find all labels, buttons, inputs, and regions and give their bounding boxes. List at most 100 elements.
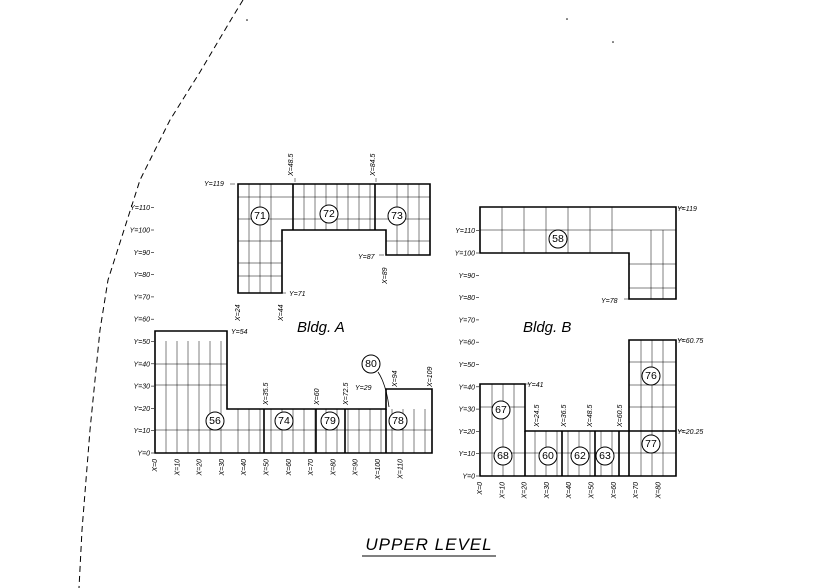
dimension-callout: Y=54 (231, 329, 248, 336)
y-tick-label: Y=0 (137, 451, 150, 458)
dimension-callout: X=48.5 (587, 405, 594, 428)
unit-number: 78 (392, 415, 404, 427)
y-tick-label: Y=60 (458, 340, 475, 347)
y-tick-label: Y=110 (130, 205, 150, 212)
unit-number: 73 (391, 210, 403, 222)
dimension-callout: X=72.5 (343, 383, 350, 406)
unit-number: 58 (552, 233, 564, 245)
dimension-callout: Y=119 (204, 181, 224, 188)
x-tick-label: X=80 (655, 482, 662, 500)
x-tick-label: X=40 (241, 459, 248, 477)
dimension-callout: Y=119 (677, 206, 697, 213)
y-tick-label: Y=90 (133, 250, 150, 257)
y-tick-label: Y=60 (133, 317, 150, 324)
x-tick-label: X=60 (286, 459, 293, 477)
dimension-callout: X=44 (278, 304, 285, 322)
unit-number: 63 (599, 450, 611, 462)
y-tick-label: Y=10 (133, 428, 150, 435)
x-tick-label: X=10 (499, 482, 506, 500)
x-tick-label: X=0 (152, 459, 159, 473)
y-tick-label: Y=70 (458, 317, 475, 324)
dimension-callout: Y=60.75 (677, 338, 703, 345)
unit-number: 68 (497, 450, 509, 462)
building-b-axis-ticks: X=0 X=10 X=20 X=30 X=40 X=50 X=60 X=70 X=80 Y=0 Y=… (455, 228, 663, 499)
y-tick-label: Y=100 (130, 228, 151, 235)
building-b-label: Bldg. B (523, 319, 571, 336)
unit-number: 60 (542, 450, 554, 462)
dimension-callout: X=24 (235, 304, 242, 322)
unit-number: 77 (645, 438, 657, 450)
x-tick-label: X=0 (477, 482, 484, 496)
x-tick-label: X=100 (375, 459, 382, 481)
building-b-dimension-guides (525, 207, 684, 432)
y-tick-label: Y=40 (133, 361, 150, 368)
x-tick-label: X=70 (633, 482, 640, 500)
y-tick-label: Y=80 (458, 295, 475, 302)
dimension-callout: Y=41 (527, 382, 544, 389)
building-a-walls (154, 183, 433, 454)
unit-number: 76 (645, 370, 657, 382)
x-tick-label: X=30 (544, 482, 551, 500)
unit-number: 79 (324, 415, 336, 427)
y-tick-label: Y=50 (458, 362, 475, 369)
y-tick-label: Y=30 (458, 407, 475, 414)
building-b-units: 58 67 76 68 60 62 63 77 (491, 229, 661, 466)
dimension-callout: Y=71 (289, 291, 306, 298)
x-tick-label: X=20 (197, 459, 204, 477)
dimension-callout: Y=20.25 (677, 429, 703, 436)
dimension-callout: X=84.5 (370, 154, 377, 177)
x-tick-label: X=30 (219, 459, 226, 477)
unit-number: 67 (495, 404, 507, 416)
y-tick-label: Y=30 (133, 384, 150, 391)
y-tick-label: Y=20 (458, 429, 475, 436)
x-tick-label: X=20 (522, 482, 529, 500)
dimension-callout: X=60 (314, 388, 321, 406)
y-tick-label: Y=50 (133, 339, 150, 346)
building-a-plan: Bldg. A 71 72 73 56 74 79 78 80 Y=119 X=… (130, 154, 434, 481)
dimension-callout: X=48.5 (288, 154, 295, 177)
survey-dot (566, 18, 568, 20)
dimension-callout: X=60.5 (617, 405, 624, 428)
dimension-callout: Y=29 (355, 385, 372, 392)
y-tick-label: Y=10 (458, 451, 475, 458)
unit-number: 80 (365, 358, 377, 370)
y-tick-label: Y=20 (133, 406, 150, 413)
dimension-callout: X=109 (427, 366, 434, 388)
building-b-plan: Bldg. B 58 67 76 68 60 62 63 77 Y=119 Y=… (455, 206, 704, 500)
y-tick-label: Y=90 (458, 273, 475, 280)
dimension-callout: X=94 (392, 370, 399, 388)
building-b-callouts: Y=119 Y=78 Y=60.75 Y=41 X=24.5 X=36.5 X=… (527, 206, 703, 436)
dimension-callout: X=24.5 (534, 405, 541, 428)
dimension-callout: X=89 (382, 267, 389, 285)
x-tick-label: X=40 (566, 482, 573, 500)
dimension-callout: X=35.5 (263, 383, 270, 406)
y-tick-label: Y=100 (455, 251, 476, 258)
dimension-callout: Y=78 (601, 298, 618, 305)
survey-dot (612, 41, 614, 43)
unit-number: 71 (254, 210, 266, 222)
property-boundary-line (78, 0, 244, 588)
x-tick-label: X=110 (397, 459, 404, 480)
building-a-callouts: Y=119 X=48.5 X=84.5 Y=87 X=89 X=24 X=44 … (204, 154, 434, 406)
unit-number: 72 (323, 208, 335, 220)
unit-number: 62 (574, 450, 586, 462)
x-tick-label: X=50 (264, 459, 271, 477)
unit-number: 74 (278, 415, 290, 427)
y-tick-label: Y=0 (462, 474, 475, 481)
x-tick-label: X=60 (611, 482, 618, 500)
building-a-units: 71 72 73 56 74 79 78 80 (205, 204, 408, 431)
y-tick-label: Y=40 (458, 384, 475, 391)
building-a-dimension-guides (230, 178, 384, 294)
dimension-callout: X=36.5 (561, 405, 568, 428)
x-tick-label: X=50 (589, 482, 596, 500)
unit-number: 56 (209, 415, 221, 427)
x-tick-label: X=90 (353, 459, 360, 477)
dimension-callout: Y=87 (358, 254, 376, 261)
x-tick-label: X=80 (330, 459, 337, 477)
survey-dot (246, 19, 248, 21)
drawing-title: UPPER LEVEL (365, 535, 492, 554)
x-tick-label: X=10 (174, 459, 181, 477)
x-tick-label: X=70 (308, 459, 315, 477)
